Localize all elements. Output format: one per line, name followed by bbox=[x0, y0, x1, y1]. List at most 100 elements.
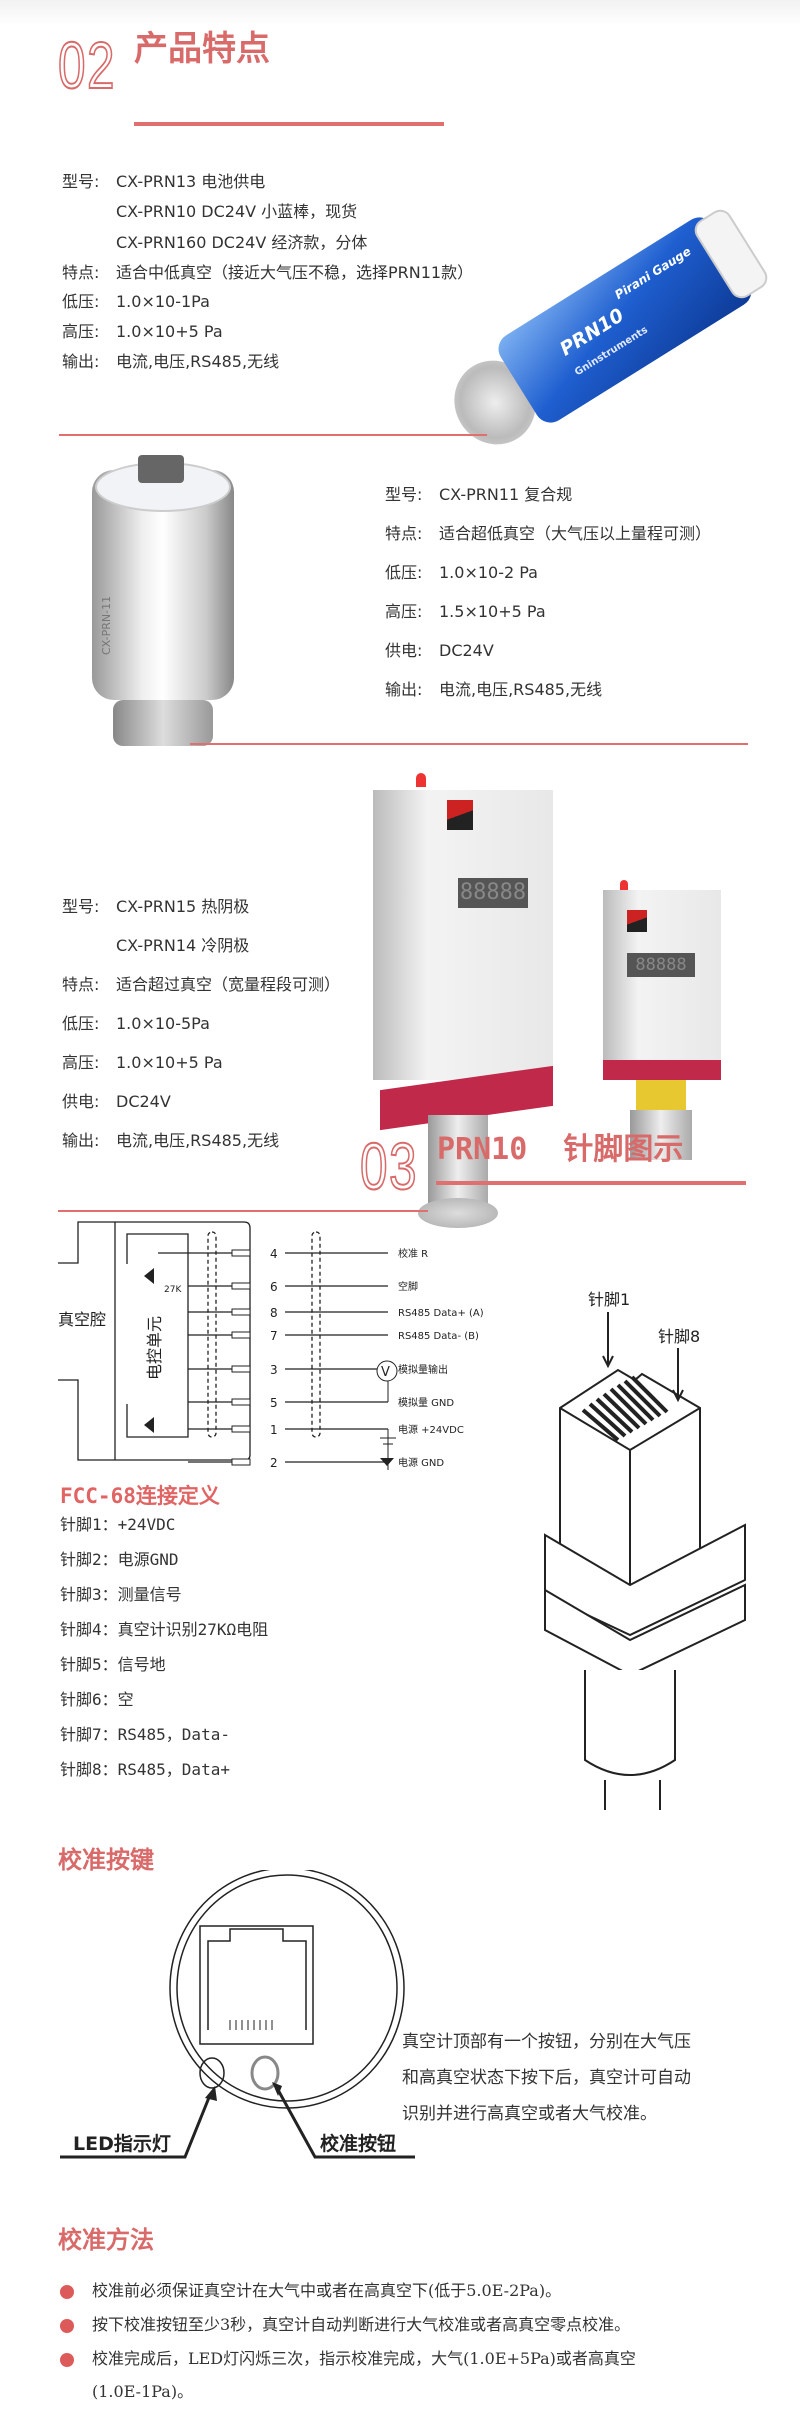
pin-contact bbox=[231, 1458, 251, 1466]
spec-value: CX-PRN10 DC24V 小蓝棒，现货 bbox=[116, 202, 358, 221]
spec-label: 高压: bbox=[62, 1053, 100, 1072]
top-band bbox=[0, 0, 800, 26]
description-line: 和高真空状态下按下后，真空计可自动 bbox=[402, 2068, 691, 2088]
spec-label: 型号: bbox=[62, 897, 100, 916]
wiring-diagram: 4 校准 R 6 空脚 8 RS485 Data+ (A) 7 RS485 Data- (B)… bbox=[58, 1221, 484, 1470]
title-underline bbox=[134, 122, 444, 126]
pin1-label: 针脚1 bbox=[588, 1290, 630, 1309]
pin-label: 空脚 bbox=[398, 1280, 418, 1293]
spec-value: CX-PRN160 DC24V 经济款，分体 bbox=[116, 233, 368, 252]
pin-number: 4 bbox=[270, 1247, 278, 1261]
pin8-label: 针脚8 bbox=[658, 1327, 700, 1346]
spec-value: 1.0×10-5Pa bbox=[116, 1014, 210, 1033]
bullet-icon bbox=[60, 2319, 74, 2333]
spec-label: 供电: bbox=[385, 641, 423, 660]
resistor-label: 27K bbox=[164, 1285, 182, 1295]
spec-value: 1.5×10+5 Pa bbox=[439, 602, 546, 621]
calibrate-button-label: 校准按钮 bbox=[320, 2132, 396, 2155]
pin-label: 电源 GND bbox=[398, 1456, 444, 1469]
lcd-display: 88888 bbox=[458, 878, 528, 908]
pin-number: 8 bbox=[270, 1306, 278, 1320]
list-item: 针脚1：+24VDC bbox=[60, 1515, 176, 1534]
spec-value: CX-PRN14 冷阴极 bbox=[116, 936, 250, 955]
list-item: (1.0E-1Pa)。 bbox=[92, 2382, 194, 2401]
bullet-icon bbox=[60, 2285, 74, 2299]
divider bbox=[58, 1210, 428, 1212]
section-title: PRN10 针脚图示 bbox=[437, 1132, 684, 1167]
list-item: 针脚5：信号地 bbox=[60, 1655, 166, 1674]
spec-value: DC24V bbox=[116, 1092, 171, 1111]
spec-value: 适合超过真空（宽量程段可测） bbox=[116, 975, 341, 994]
pin-label: 校准 R bbox=[398, 1247, 428, 1260]
pin-number: 7 bbox=[270, 1329, 278, 1343]
spec-value: 电流,电压,RS485,无线 bbox=[116, 1131, 280, 1150]
voltmeter-label: V bbox=[381, 1365, 390, 1380]
spec-value: CX-PRN15 热阴极 bbox=[116, 897, 250, 916]
pin-contact bbox=[231, 1282, 251, 1290]
pin-contact bbox=[231, 1331, 251, 1339]
pin-label: RS485 Data- (B) bbox=[398, 1331, 479, 1342]
ground-icon bbox=[380, 1458, 394, 1466]
lcd-display: 88888 bbox=[627, 953, 695, 977]
spec-value: 适合超低真空（大气压以上量程可测） bbox=[439, 524, 712, 543]
pin-contact bbox=[231, 1398, 251, 1406]
list-item: 针脚7：RS485，Data- bbox=[60, 1725, 230, 1744]
spec-label: 低压: bbox=[62, 1014, 100, 1033]
led-indicator-label: LED指示灯 bbox=[73, 2133, 171, 2155]
section-number: 02 bbox=[57, 28, 117, 102]
pin8-arrow-icon bbox=[672, 1348, 684, 1403]
spec-label: 特点: bbox=[62, 975, 100, 994]
spec-value: 1.0×10-2 Pa bbox=[439, 563, 538, 582]
arrow-icon bbox=[205, 2082, 282, 2101]
title-underline bbox=[436, 1181, 746, 1185]
list-item: 按下校准按钮至少3秒，真空计自动判断进行大气校准或者高真空零点校准。 bbox=[92, 2315, 631, 2334]
list-item: 针脚3：测量信号 bbox=[60, 1585, 182, 1604]
bullet-icon bbox=[60, 2353, 74, 2367]
spec-value: 1.0×10+5 Pa bbox=[116, 322, 223, 341]
spec-value: 电流,电压,RS485,无线 bbox=[116, 352, 280, 371]
pin-contact bbox=[231, 1308, 251, 1316]
calibration-button-diagram: LED指示灯 校准按钮 bbox=[60, 1870, 415, 2159]
spec-label: 输出: bbox=[62, 1131, 100, 1150]
pin-label: RS485 Data+ (A) bbox=[398, 1308, 484, 1319]
spec-value: DC24V bbox=[439, 641, 494, 660]
spec-label: 高压: bbox=[62, 322, 100, 341]
pin-contact bbox=[231, 1249, 251, 1257]
pin1-arrow-icon bbox=[602, 1312, 614, 1369]
list-item: 针脚8：RS485，Data+ bbox=[60, 1760, 230, 1779]
list-item: 校准前必须保证真空计在大气中或者在高真空下(低于5.0E-2Pa)。 bbox=[92, 2281, 562, 2300]
pin-contact bbox=[231, 1425, 251, 1433]
spec-label: 输出: bbox=[62, 352, 100, 371]
list-item: 针脚6：空 bbox=[60, 1690, 134, 1709]
spec-value: CX-PRN13 电池供电 bbox=[116, 172, 266, 191]
pin-number: 6 bbox=[270, 1280, 278, 1294]
spec-label: 供电: bbox=[62, 1092, 100, 1111]
spec-label: 型号: bbox=[62, 172, 100, 191]
description-line: 识别并进行高真空或者大气校准。 bbox=[402, 2104, 657, 2124]
spec-label: 低压: bbox=[385, 563, 423, 582]
section-number: 03 bbox=[359, 1129, 419, 1203]
pin-number: 2 bbox=[270, 1456, 278, 1470]
voltmeter-icon bbox=[376, 1360, 398, 1382]
spec-value: 适合中低真空（接近大气压不稳，选择PRN11款） bbox=[116, 263, 474, 282]
calib-method-title: 校准方法 bbox=[58, 2226, 154, 2254]
chamber-label: 真空腔 bbox=[58, 1310, 106, 1329]
spec-label: 低压: bbox=[62, 292, 100, 311]
list-item: 针脚2：电源GND bbox=[60, 1550, 179, 1569]
spec-value: 1.0×10-1Pa bbox=[116, 292, 210, 311]
calib-button-title: 校准按键 bbox=[58, 1846, 154, 1874]
fcc-title: FCC-68连接定义 bbox=[60, 1484, 220, 1508]
gauge-label: CX-PRN-11 bbox=[100, 595, 113, 655]
divider bbox=[59, 434, 487, 436]
spec-label: 高压: bbox=[385, 602, 423, 621]
gauge-name-text: Pirani Gauge bbox=[612, 244, 694, 303]
spec-label: 特点: bbox=[385, 524, 423, 543]
spec-label: 型号: bbox=[385, 485, 423, 504]
pin-contact bbox=[231, 1365, 251, 1373]
pin-number: 5 bbox=[270, 1396, 278, 1410]
divider bbox=[190, 743, 748, 745]
description-line: 真空计顶部有一个按钮，分别在大气压 bbox=[402, 2032, 691, 2052]
spec-label: 输出: bbox=[385, 680, 423, 699]
pin-label: 模拟量 GND bbox=[398, 1396, 454, 1409]
spec-label: 特点: bbox=[62, 263, 100, 282]
